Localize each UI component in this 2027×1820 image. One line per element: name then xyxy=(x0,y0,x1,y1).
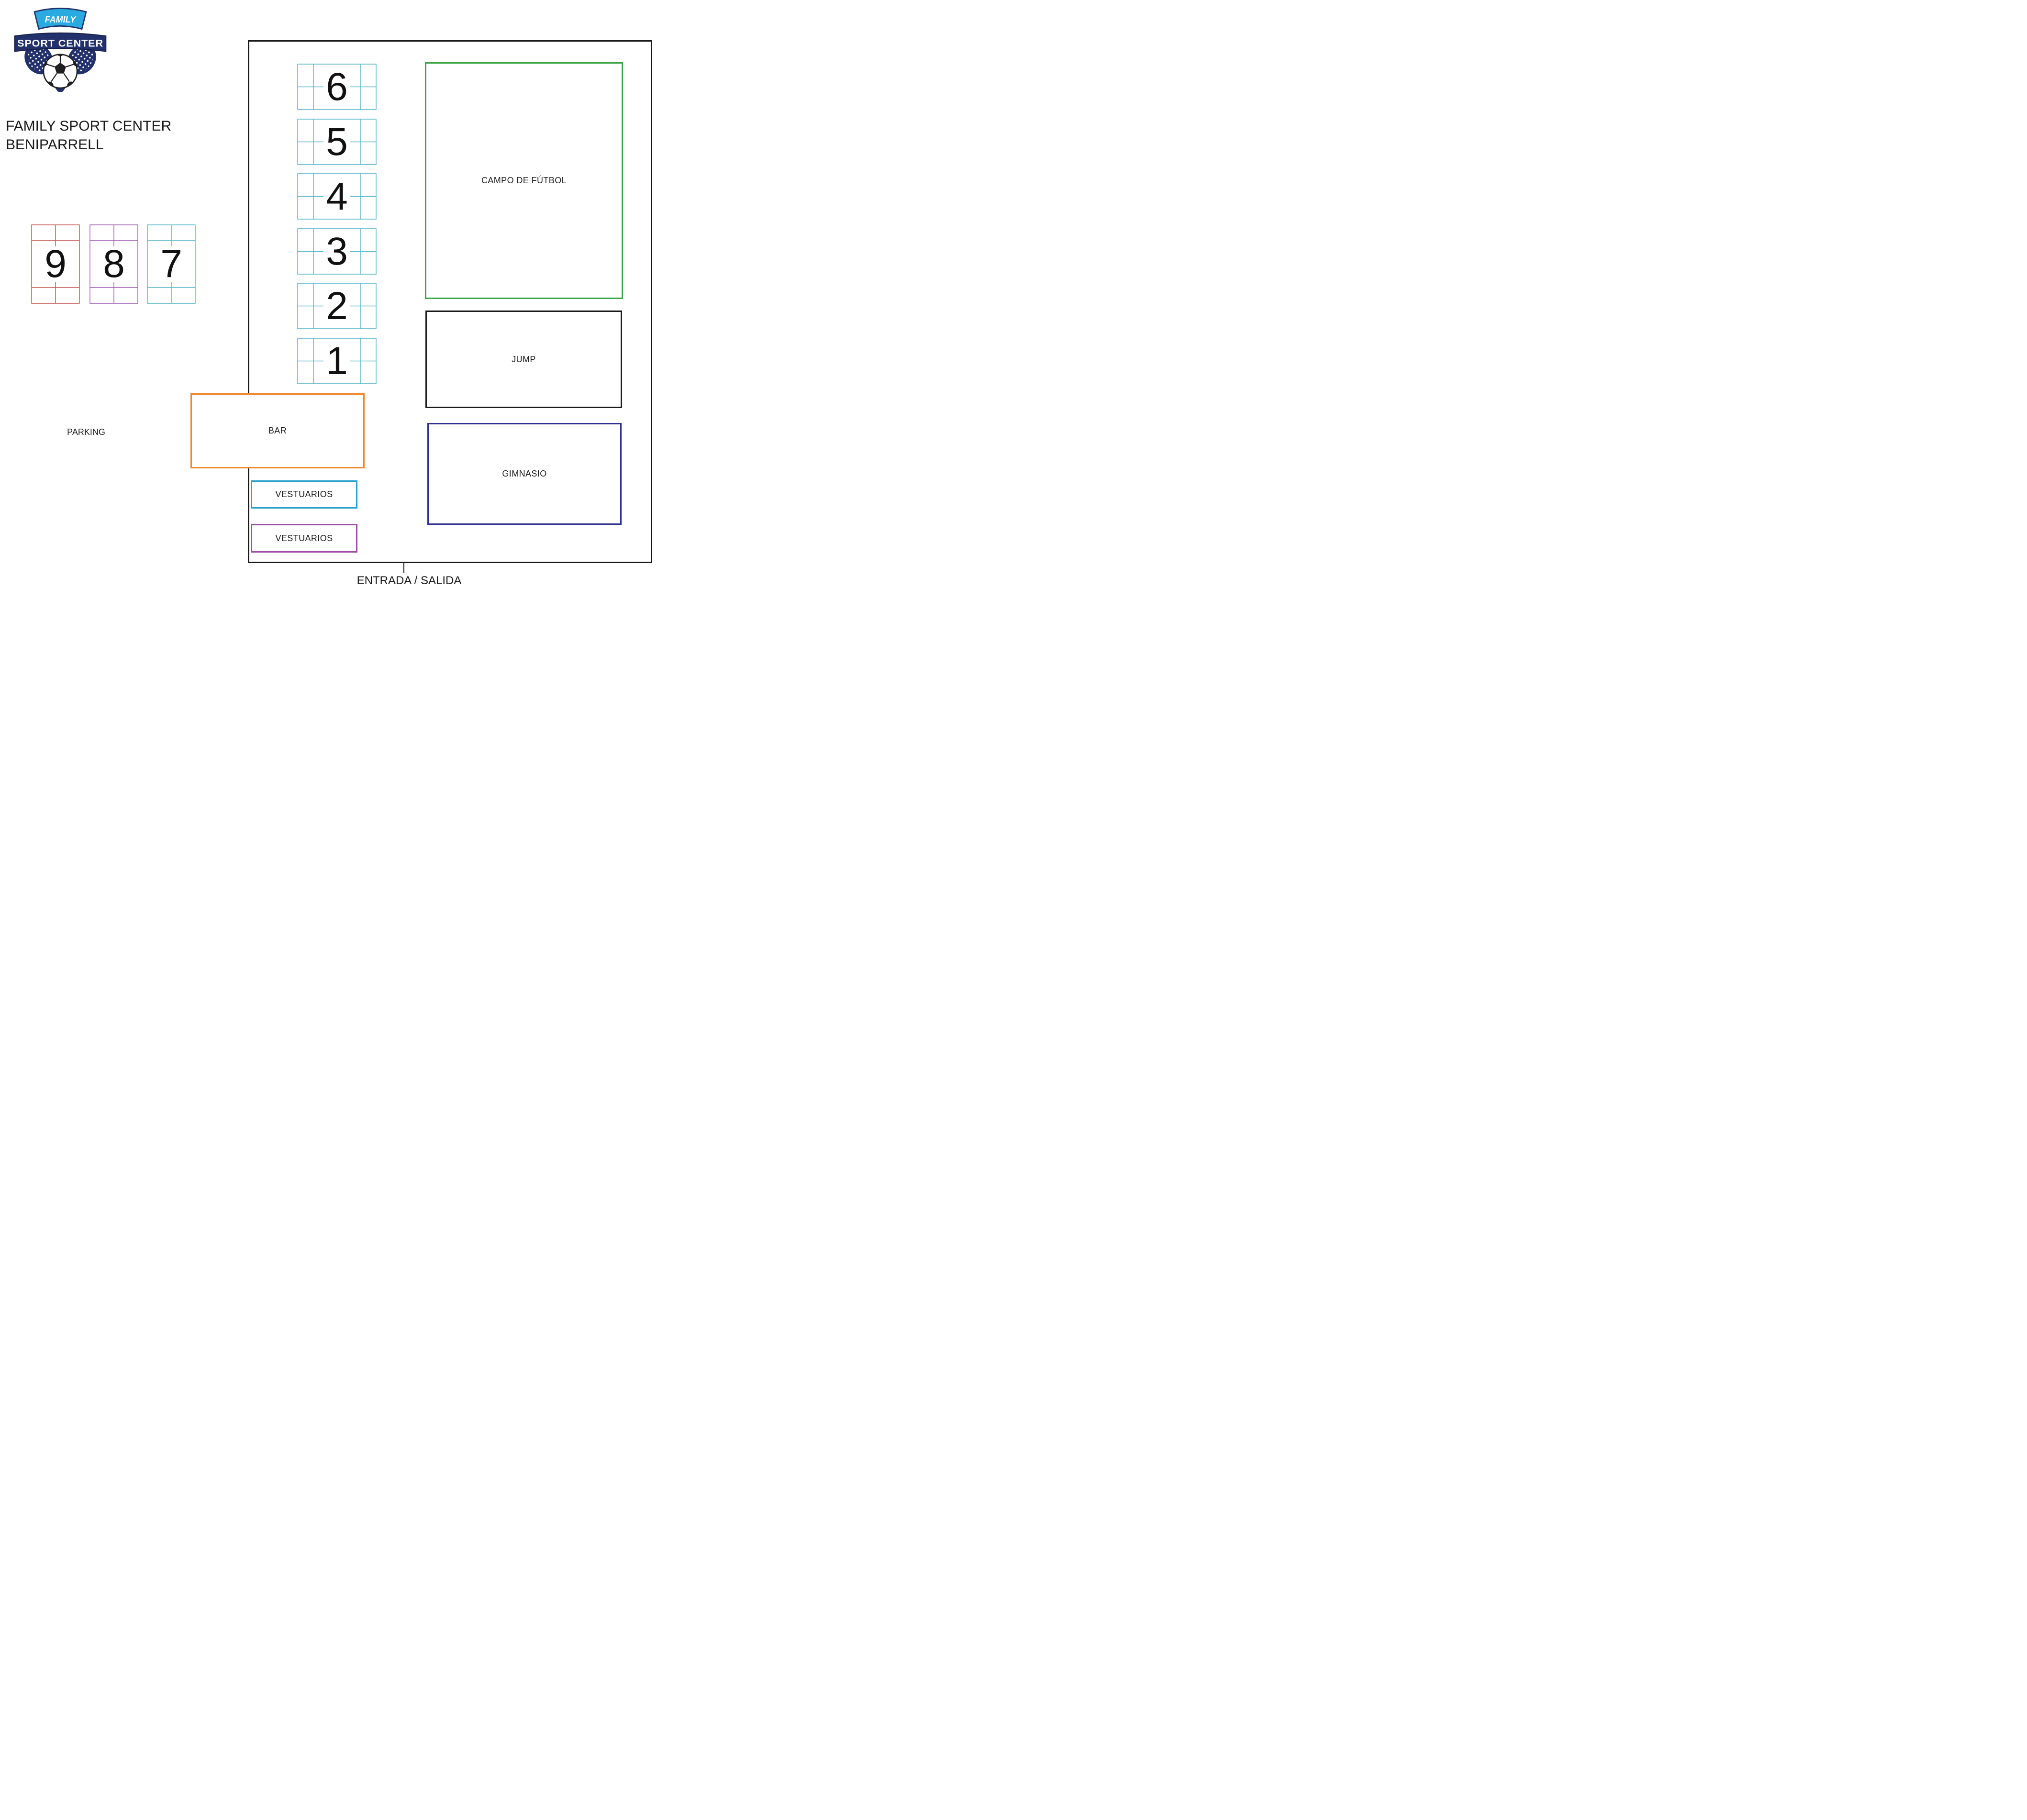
padel-court-3: 3 xyxy=(297,228,377,275)
zone-campo-de-futbol: CAMPO DE FÚTBOL xyxy=(425,62,623,299)
logo-top-banner: FAMILY xyxy=(33,8,87,30)
zone-gimnasio: GIMNASIO xyxy=(427,423,622,525)
padel-court-9: 9 xyxy=(31,224,80,304)
zone-label: CAMPO DE FÚTBOL xyxy=(481,176,567,185)
parking-label: PARKING xyxy=(67,427,105,437)
logo-graphic: SPORT CENTER FAMILY xyxy=(14,8,107,92)
logo-ribbon: SPORT CENTER xyxy=(14,32,107,52)
padel-court-6: 6 xyxy=(297,64,377,110)
court-number: 9 xyxy=(42,244,69,283)
court-number: 8 xyxy=(100,244,127,283)
logo-family-text: FAMILY xyxy=(45,15,77,24)
entrance-label: ENTRADA / SALIDA xyxy=(356,574,462,587)
zone-jump: JUMP xyxy=(425,311,622,408)
site-title: FAMILY SPORT CENTER BENIPARRELL xyxy=(6,117,171,154)
court-number: 5 xyxy=(323,122,350,161)
site-title-line1: FAMILY SPORT CENTER xyxy=(6,118,172,134)
zone-label: VESTUARIOS xyxy=(275,489,333,499)
padel-court-2: 2 xyxy=(297,283,377,329)
site-title-line2: BENIPARRELL xyxy=(6,137,104,153)
court-number: 4 xyxy=(323,177,350,216)
zone-bar: BAR xyxy=(190,393,365,468)
court-lines xyxy=(297,173,377,220)
zone-vestuarios-2: VESTUARIOS xyxy=(251,524,357,553)
court-number: 6 xyxy=(323,67,350,106)
zone-label: VESTUARIOS xyxy=(275,533,333,543)
court-number: 1 xyxy=(323,341,350,380)
zone-label: JUMP xyxy=(512,354,536,364)
zone-vestuarios-1: VESTUARIOS xyxy=(251,480,357,509)
facility-outline xyxy=(248,40,652,563)
zone-label: GIMNASIO xyxy=(502,469,547,478)
logo-sport-center-text: SPORT CENTER xyxy=(17,37,103,49)
court-number: 2 xyxy=(323,286,350,325)
court-number: 7 xyxy=(158,244,185,283)
logo: SPORT CENTER FAMILY xyxy=(9,4,112,103)
padel-court-5: 5 xyxy=(297,119,377,165)
court-number: 3 xyxy=(323,232,350,271)
zone-label: BAR xyxy=(268,426,287,435)
padel-court-7: 7 xyxy=(147,224,196,304)
padel-court-4: 4 xyxy=(297,173,377,220)
entrance-door-mark xyxy=(403,562,404,573)
padel-court-8: 8 xyxy=(89,224,138,304)
padel-court-1: 1 xyxy=(297,338,377,384)
facility-map: SPORT CENTER FAMILY FAMILY SPORT CENTER … xyxy=(0,0,676,607)
